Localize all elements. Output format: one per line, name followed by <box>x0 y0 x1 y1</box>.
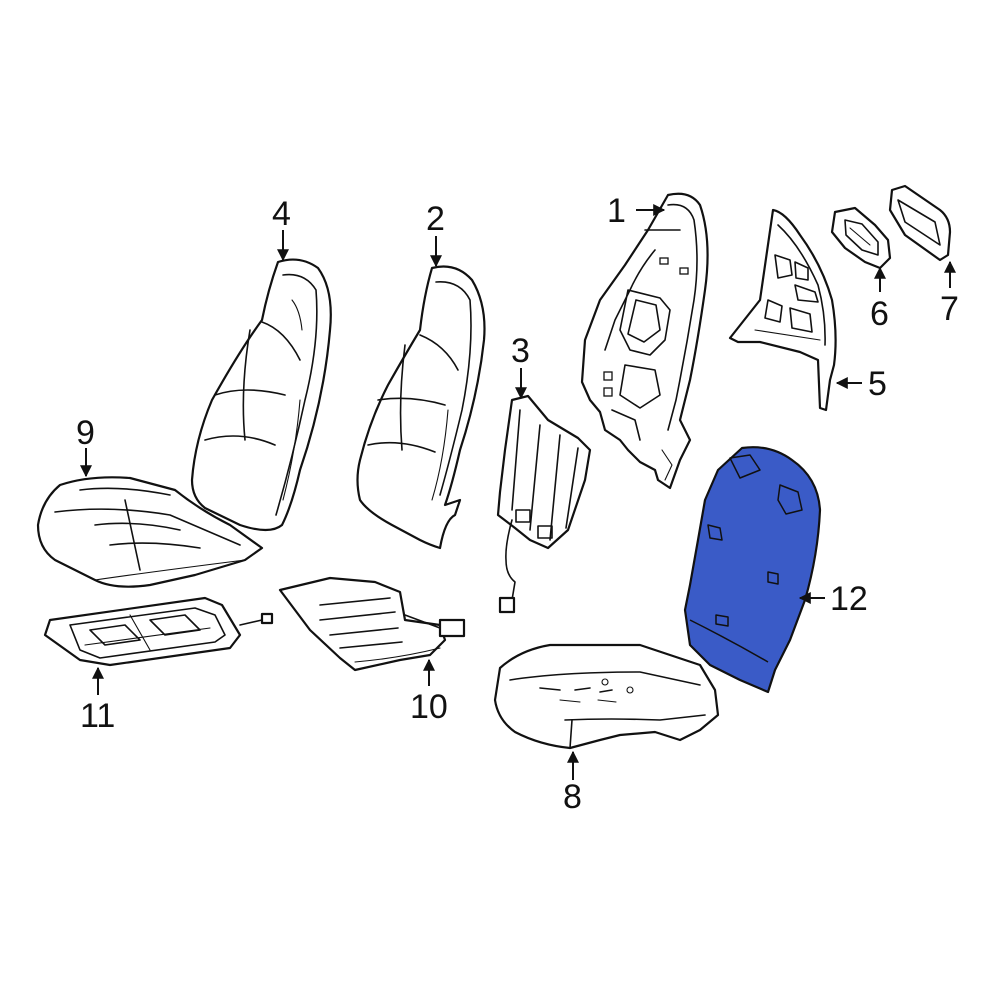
part-8-seat-cushion <box>493 643 720 750</box>
callout-10: 10 <box>410 688 448 726</box>
part-5-back-panel <box>728 208 837 412</box>
part-3-heater-pad <box>496 394 592 614</box>
callout-3: 3 <box>511 332 530 370</box>
callout-2: 2 <box>426 200 445 238</box>
part-1-backrest-frame <box>580 192 709 490</box>
part-7-side-trim <box>888 184 952 262</box>
callout-5: 5 <box>868 365 887 403</box>
callout-1: 1 <box>607 192 626 230</box>
part-10-heater-element <box>278 576 466 672</box>
callout-9: 9 <box>76 414 95 452</box>
part-12-back-panel-highlighted <box>683 446 822 694</box>
part-4-seat-back-cover <box>190 258 332 532</box>
leader-lines <box>80 204 956 780</box>
callout-6: 6 <box>870 295 889 333</box>
part-9-cushion-cover <box>36 476 264 588</box>
part-11-heater-mat <box>43 596 274 667</box>
part-2-seat-back-cover <box>356 265 486 550</box>
callout-4: 4 <box>272 195 291 233</box>
callout-labels: 1 2 3 4 5 6 7 8 9 10 11 12 <box>76 192 959 816</box>
callout-11: 11 <box>80 697 115 735</box>
callout-8: 8 <box>563 778 582 816</box>
callout-7: 7 <box>940 290 959 328</box>
callout-12: 12 <box>830 580 868 618</box>
part-6-trim-piece <box>830 206 892 270</box>
